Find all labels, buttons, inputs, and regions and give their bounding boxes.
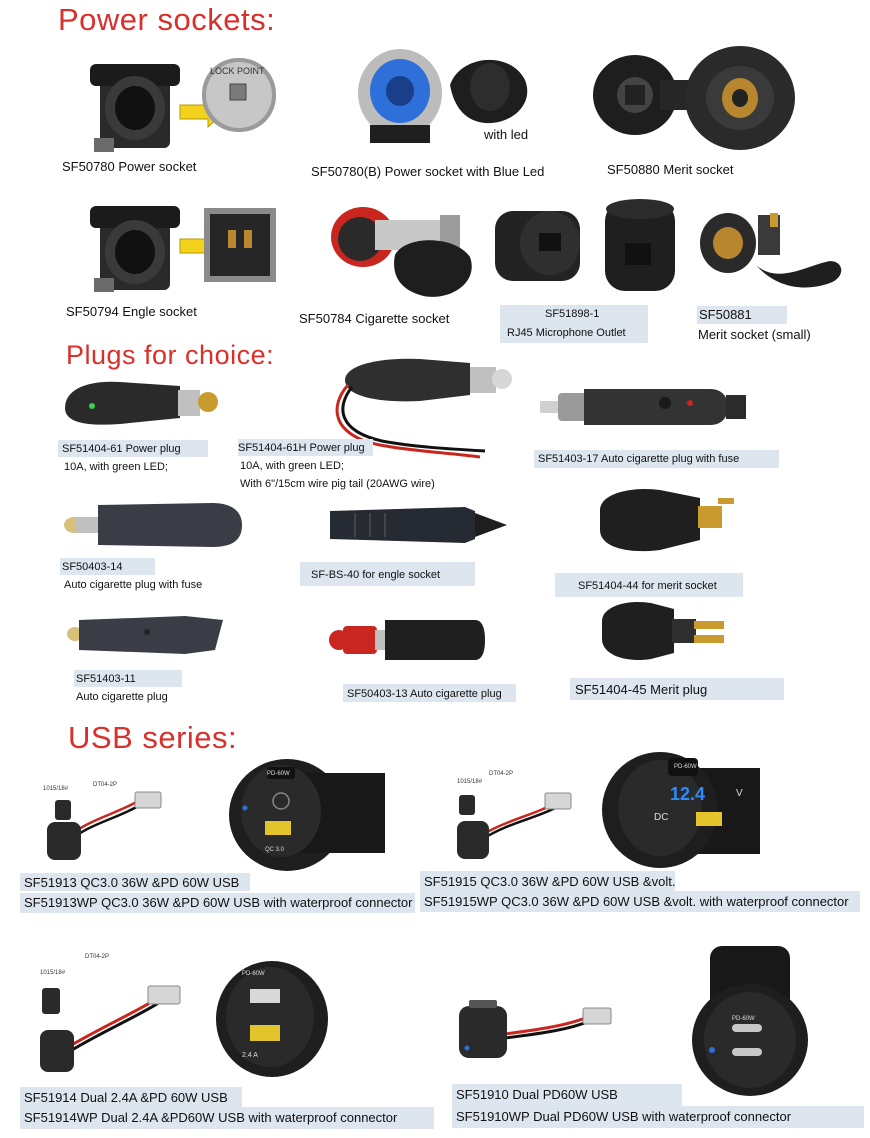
sf51404-44-plug-image — [600, 488, 734, 552]
caption-sf51914: SF51914 Dual 2.4A &PD 60W USB — [24, 1090, 228, 1105]
caption-band-sf50403-13 — [343, 684, 516, 702]
sf-bs-40-plug-image — [330, 507, 507, 543]
sf50780b-socket-image — [358, 49, 528, 143]
caption-band-sf51404-44 — [555, 573, 743, 597]
caption-sf-bs-40: SF-BS-40 for engle socket — [311, 569, 441, 581]
sf51910-socket-image: PD-60W — [692, 946, 808, 1096]
caption-sf51404-61-desc: 10A, with green LED; — [64, 461, 168, 473]
caption-sf51403-11-desc: Auto cigarette plug — [76, 691, 168, 703]
wire2-gauge-label: 1015/18# — [457, 779, 483, 785]
caption-band-sf51403-11 — [74, 670, 182, 687]
caption-band-sf50881 — [697, 306, 787, 324]
caption-sf51404-61h-desc2: With 6"/15cm wire pig tail (20AWG wire) — [240, 478, 435, 490]
sf51913-wire-image: 1015/18# DT04-2P — [43, 782, 162, 860]
volt-reading: 12.4 — [670, 784, 705, 804]
caption-band-sf51403-17 — [534, 450, 779, 468]
sf50794-socket-image — [90, 206, 276, 292]
volt-unit: V — [736, 788, 743, 799]
caption-sf50880: SF50880 Merit socket — [607, 162, 734, 177]
caption-band-sf51898 — [500, 305, 648, 343]
caption-band-sf51913 — [20, 873, 250, 891]
wire3-conn-label: DT04-2P — [85, 954, 109, 960]
wire2-conn-label: DT04-2P — [489, 771, 513, 777]
caption-band-sf51914wp — [20, 1107, 434, 1129]
sf51403-11-plug-image — [67, 616, 223, 654]
wire3-gauge-label: 1015/18# — [40, 970, 66, 976]
caption-sf50403-14-code: SF50403-14 — [62, 561, 123, 573]
caption-band-sf51404-45 — [570, 678, 784, 700]
qc30-label: QC 3.0 — [265, 847, 285, 853]
caption-sf51913: SF51913 QC3.0 36W &PD 60W USB — [24, 875, 240, 890]
wire1-gauge-label: 1015/18# — [43, 786, 69, 792]
sf50881-socket-image — [700, 213, 842, 288]
sf51404-61-plug-image — [65, 381, 218, 425]
pd60w-label-4: PD-60W — [732, 1016, 755, 1022]
caption-sf51915: SF51915 QC3.0 36W &PD 60W USB &volt. — [424, 874, 676, 889]
sf51898-rj45-image — [495, 199, 675, 291]
pd60w-label-3: PD-60W — [242, 971, 265, 977]
dc-label: DC — [654, 812, 668, 823]
caption-sf50403-13: SF50403-13 Auto cigarette plug — [347, 688, 502, 700]
sf50403-13-plug-image — [329, 620, 485, 660]
caption-sf51898-desc: RJ45 Microphone Outlet — [507, 327, 626, 339]
section-heading-usb-series: USB series: — [68, 720, 238, 755]
caption-band-sf51910 — [452, 1084, 682, 1106]
section-heading-power-sockets: Power sockets: — [58, 2, 276, 37]
caption-sf51404-45: SF51404-45 Merit plug — [575, 682, 708, 697]
sf51915-socket-image: PD-60W 12.4 V DC — [602, 752, 760, 868]
caption-sf51404-61-code: SF51404-61 Power plug — [62, 443, 181, 455]
caption-sf50780: SF50780 Power socket — [62, 159, 197, 174]
caption-sf50403-14-desc: Auto cigarette plug with fuse — [64, 579, 203, 591]
caption-sf50780b: SF50780(B) Power socket with Blue Led — [311, 164, 545, 179]
caption-band-sf-bs-40 — [300, 562, 475, 586]
caption-band-sf51404-61h — [238, 439, 373, 456]
sf51404-61h-plug-image — [335, 358, 512, 459]
a24-label: 2.4 A — [242, 1052, 258, 1059]
lock-point-label: LOCK POINT — [210, 66, 265, 76]
sf50403-14-plug-image — [64, 503, 242, 547]
caption-sf51898-code: SF51898-1 — [545, 308, 600, 320]
caption-sf50881-code: SF50881 — [699, 307, 752, 322]
caption-sf51913wp: SF51913WP QC3.0 36W &PD 60W USB with wat… — [24, 895, 413, 910]
sf50784-socket-image — [331, 207, 472, 297]
wire1-conn-label: DT04-2P — [93, 782, 117, 788]
sf51914-socket-image: PD-60W 2.4 A — [216, 961, 328, 1077]
caption-sf51914wp: SF51914WP Dual 2.4A &PD60W USB with wate… — [24, 1110, 398, 1125]
caption-sf51404-61h-code: SF51404-61H Power plug — [238, 442, 365, 454]
pd60w-label-2: PD-60W — [674, 764, 697, 770]
pd60w-label-1: PD-60W — [267, 771, 290, 777]
caption-sf51910: SF51910 Dual PD60W USB — [456, 1087, 618, 1102]
caption-band-sf51915wp — [420, 891, 860, 912]
sf51915-wire-image: 1015/18# DT04-2P — [457, 771, 572, 859]
caption-band-sf51910wp — [452, 1106, 864, 1128]
with-led-label: with led — [484, 127, 529, 142]
caption-band-sf51914 — [20, 1087, 242, 1107]
caption-sf51404-61h-desc1: 10A, with green LED; — [240, 460, 344, 472]
caption-band-sf50403-14 — [60, 558, 155, 575]
caption-band-sf51915 — [420, 871, 675, 891]
caption-band-sf51913wp — [20, 893, 415, 913]
sf51914-wire-image: 1015/18# DT04-2P — [40, 954, 181, 1072]
caption-sf50881-desc: Merit socket (small) — [698, 327, 811, 342]
caption-sf51915wp: SF51915WP QC3.0 36W &PD 60W USB &volt. w… — [424, 894, 849, 909]
sf51403-17-plug-image — [540, 389, 746, 425]
sf50880-socket-image — [593, 46, 795, 150]
caption-band-sf51404-61 — [58, 440, 208, 457]
sf50780-socket-image: LOCK POINT — [90, 58, 276, 152]
caption-sf51910wp: SF51910WP Dual PD60W USB with waterproof… — [456, 1109, 792, 1124]
caption-sf51403-17: SF51403-17 Auto cigarette plug with fuse — [538, 453, 740, 465]
caption-sf51403-11-code: SF51403-11 — [76, 673, 136, 685]
sf51910-wire-image — [459, 1000, 612, 1058]
caption-sf51404-44: SF51404-44 for merit socket — [578, 580, 717, 592]
caption-sf50794: SF50794 Engle socket — [66, 304, 197, 319]
sf51404-45-plug-image — [602, 601, 724, 661]
caption-sf50784: SF50784 Cigarette socket — [299, 311, 450, 326]
section-heading-plugs: Plugs for choice: — [66, 340, 275, 370]
sf51913-socket-image: PD-60W QC 3.0 — [229, 759, 385, 871]
